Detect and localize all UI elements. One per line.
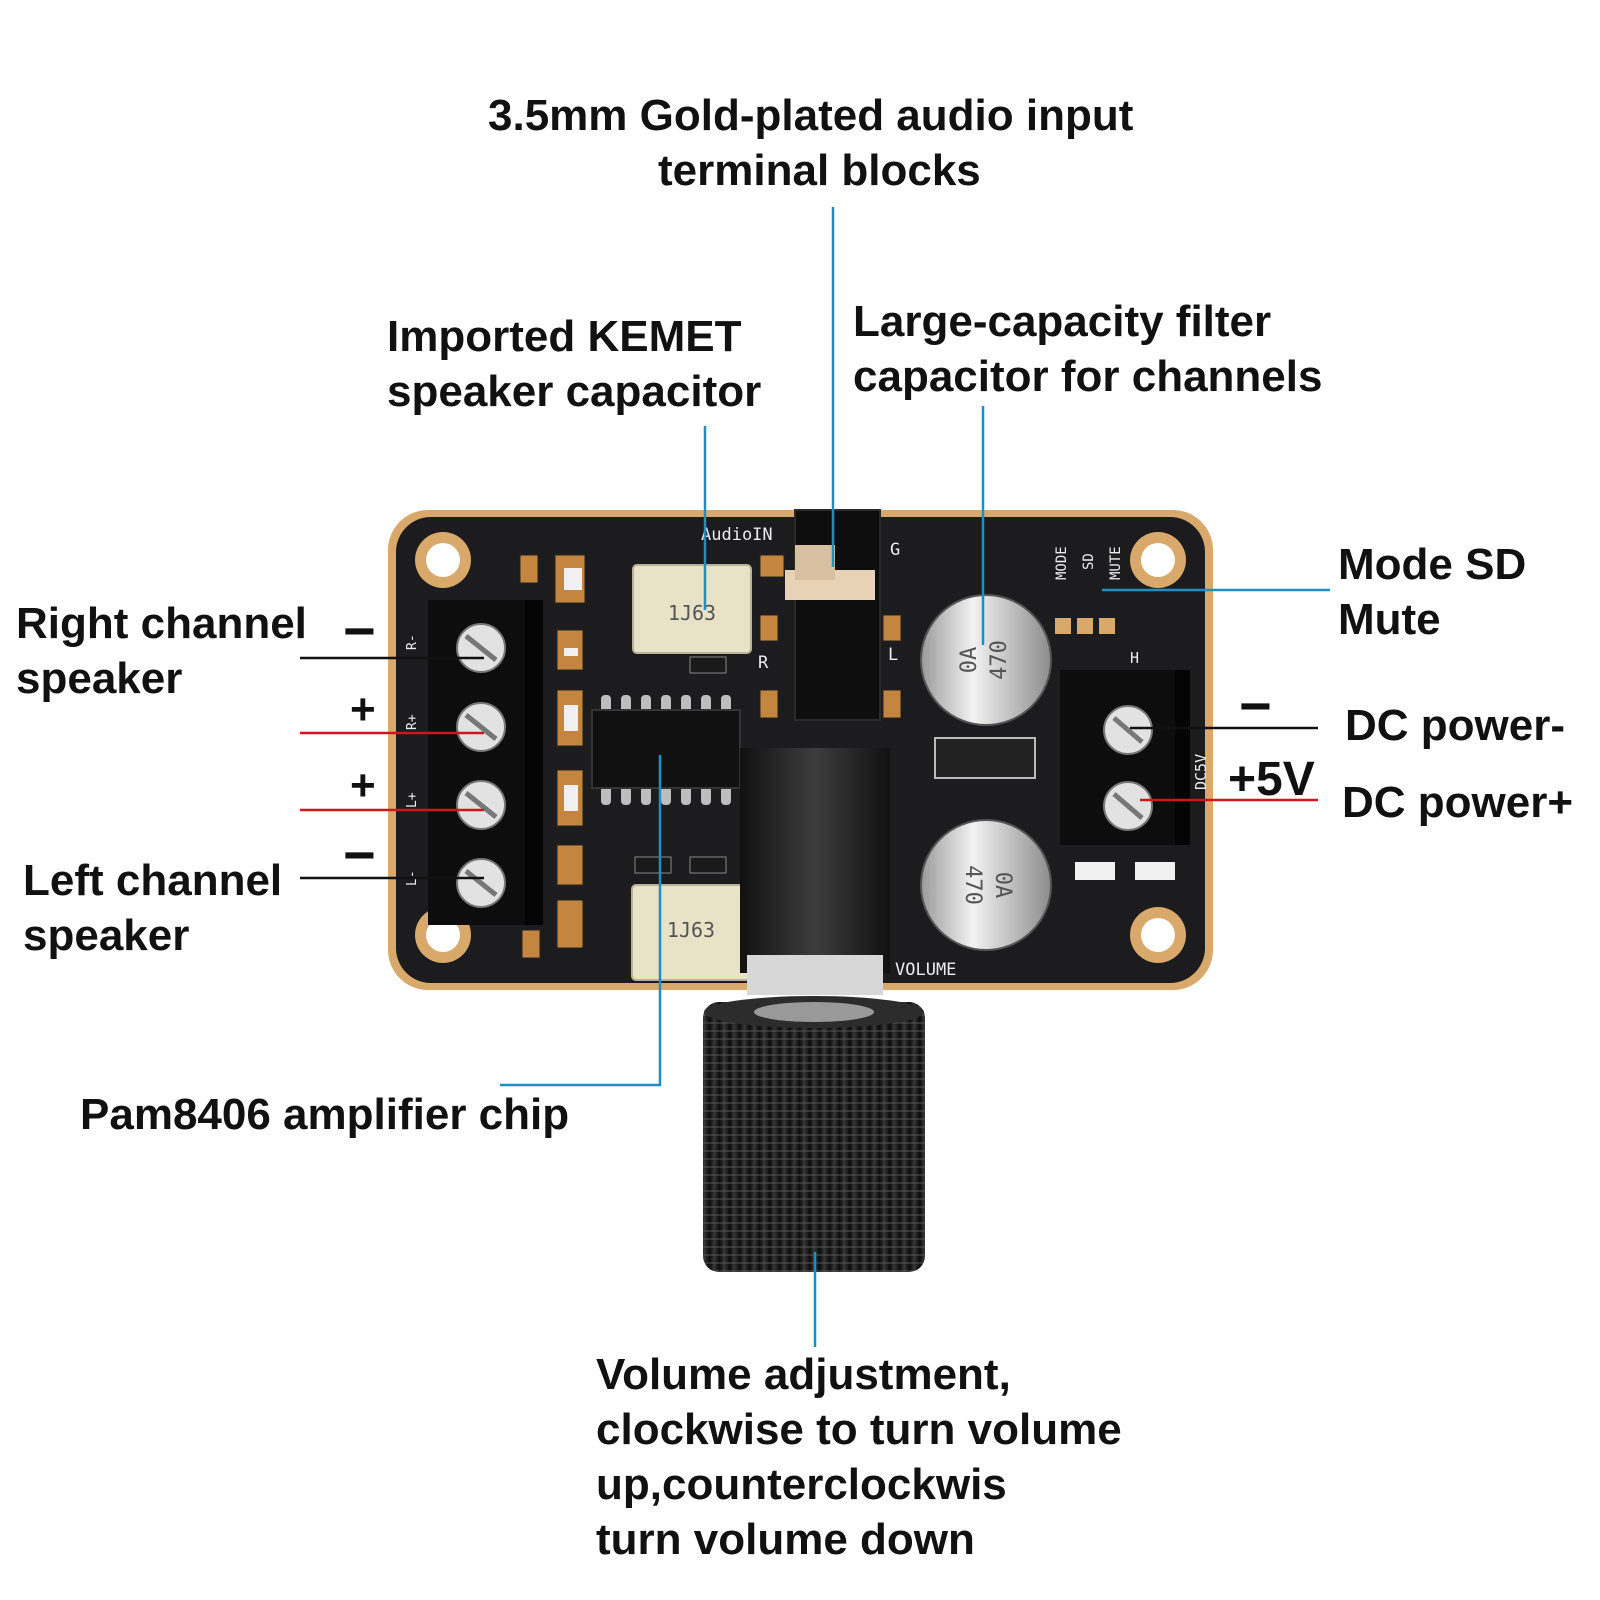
symbol-right-minus: − — [343, 599, 376, 662]
label-right-channel-line2: speaker — [16, 654, 183, 703]
silk-pin-h: H — [1130, 649, 1139, 667]
volume-knob — [703, 996, 925, 1272]
cap-top-value: 470 — [987, 640, 1012, 680]
cap-top-code: 0A — [957, 647, 982, 674]
small-resistors — [634, 656, 727, 874]
mounting-holes — [415, 532, 1186, 963]
label-kemet-line1: Imported KEMET — [387, 312, 742, 361]
mode-jumper-pads — [1055, 618, 1115, 634]
label-left-channel-line2: speaker — [23, 911, 190, 960]
label-plus-5v: +5V — [1228, 753, 1315, 806]
kemet-mark-bottom: 1J63 — [667, 918, 715, 942]
silk-pin-g: G — [890, 540, 900, 560]
speaker-terminal-block — [428, 600, 543, 925]
label-right-channel-line1: Right channel — [16, 599, 307, 648]
filter-capacitor-bottom: 0A 470 — [920, 819, 1052, 951]
silk-audio-in: AudioIN — [701, 525, 773, 545]
led-indicators — [1075, 862, 1175, 880]
label-mode-line1: Mode SD — [1338, 540, 1527, 589]
cap-bottom-value: 470 — [960, 865, 985, 905]
filter-capacitor-top: 0A 470 — [920, 594, 1052, 726]
label-volume-line1: Volume adjustment, — [596, 1350, 1011, 1399]
cap-bottom-code: 0A — [990, 872, 1015, 899]
label-volume-line4: turn volume down — [596, 1515, 975, 1564]
kemet-capacitor-bottom: 1J63 — [631, 884, 751, 981]
label-audio-input-line2: terminal blocks — [658, 146, 981, 195]
symbol-left-minus: − — [343, 823, 376, 886]
potentiometer-body — [740, 748, 890, 995]
silk-dc5v: DC5V — [1192, 754, 1210, 790]
silk-l-plus: L+ — [405, 792, 420, 808]
silk-r-plus: R+ — [405, 714, 420, 730]
audio-jack — [785, 509, 881, 721]
silk-pin-r: R — [758, 653, 769, 673]
label-audio-input-line1: 3.5mm Gold-plated audio input — [488, 91, 1134, 140]
label-kemet-line2: speaker capacitor — [387, 367, 762, 416]
silk-r-minus: R- — [405, 634, 420, 650]
label-filter-line2: capacitor for channels — [853, 352, 1323, 401]
label-dc-power-minus: DC power- — [1345, 701, 1565, 750]
label-volume-line3: up,counterclockwis — [596, 1460, 1007, 1509]
silk-mute: MUTE — [1108, 546, 1124, 580]
kemet-mark-top: 1J63 — [668, 601, 716, 625]
amplifier-chip — [591, 695, 741, 805]
silk-volume: VOLUME — [895, 960, 956, 980]
label-left-channel-line1: Left channel — [23, 856, 283, 905]
dc-terminal-block — [1060, 670, 1190, 845]
silk-mode: MODE — [1054, 546, 1070, 580]
symbol-right-plus: + — [350, 685, 376, 734]
leader-lines — [300, 207, 1330, 1347]
label-filter-line1: Large-capacity filter — [853, 297, 1272, 346]
kemet-capacitor-top: 1J63 — [632, 564, 752, 654]
silk-sd: SD — [1081, 553, 1097, 570]
silk-pin-l: L — [888, 645, 898, 665]
symbol-left-plus: + — [350, 761, 376, 810]
diode — [934, 737, 1036, 779]
label-mode-line2: Mute — [1338, 595, 1441, 644]
label-amplifier-chip: Pam8406 amplifier chip — [80, 1090, 570, 1139]
label-volume-line2: clockwise to turn volume — [596, 1405, 1122, 1454]
symbol-dc-minus: − — [1239, 674, 1272, 737]
label-dc-power-plus: DC power+ — [1342, 778, 1574, 827]
